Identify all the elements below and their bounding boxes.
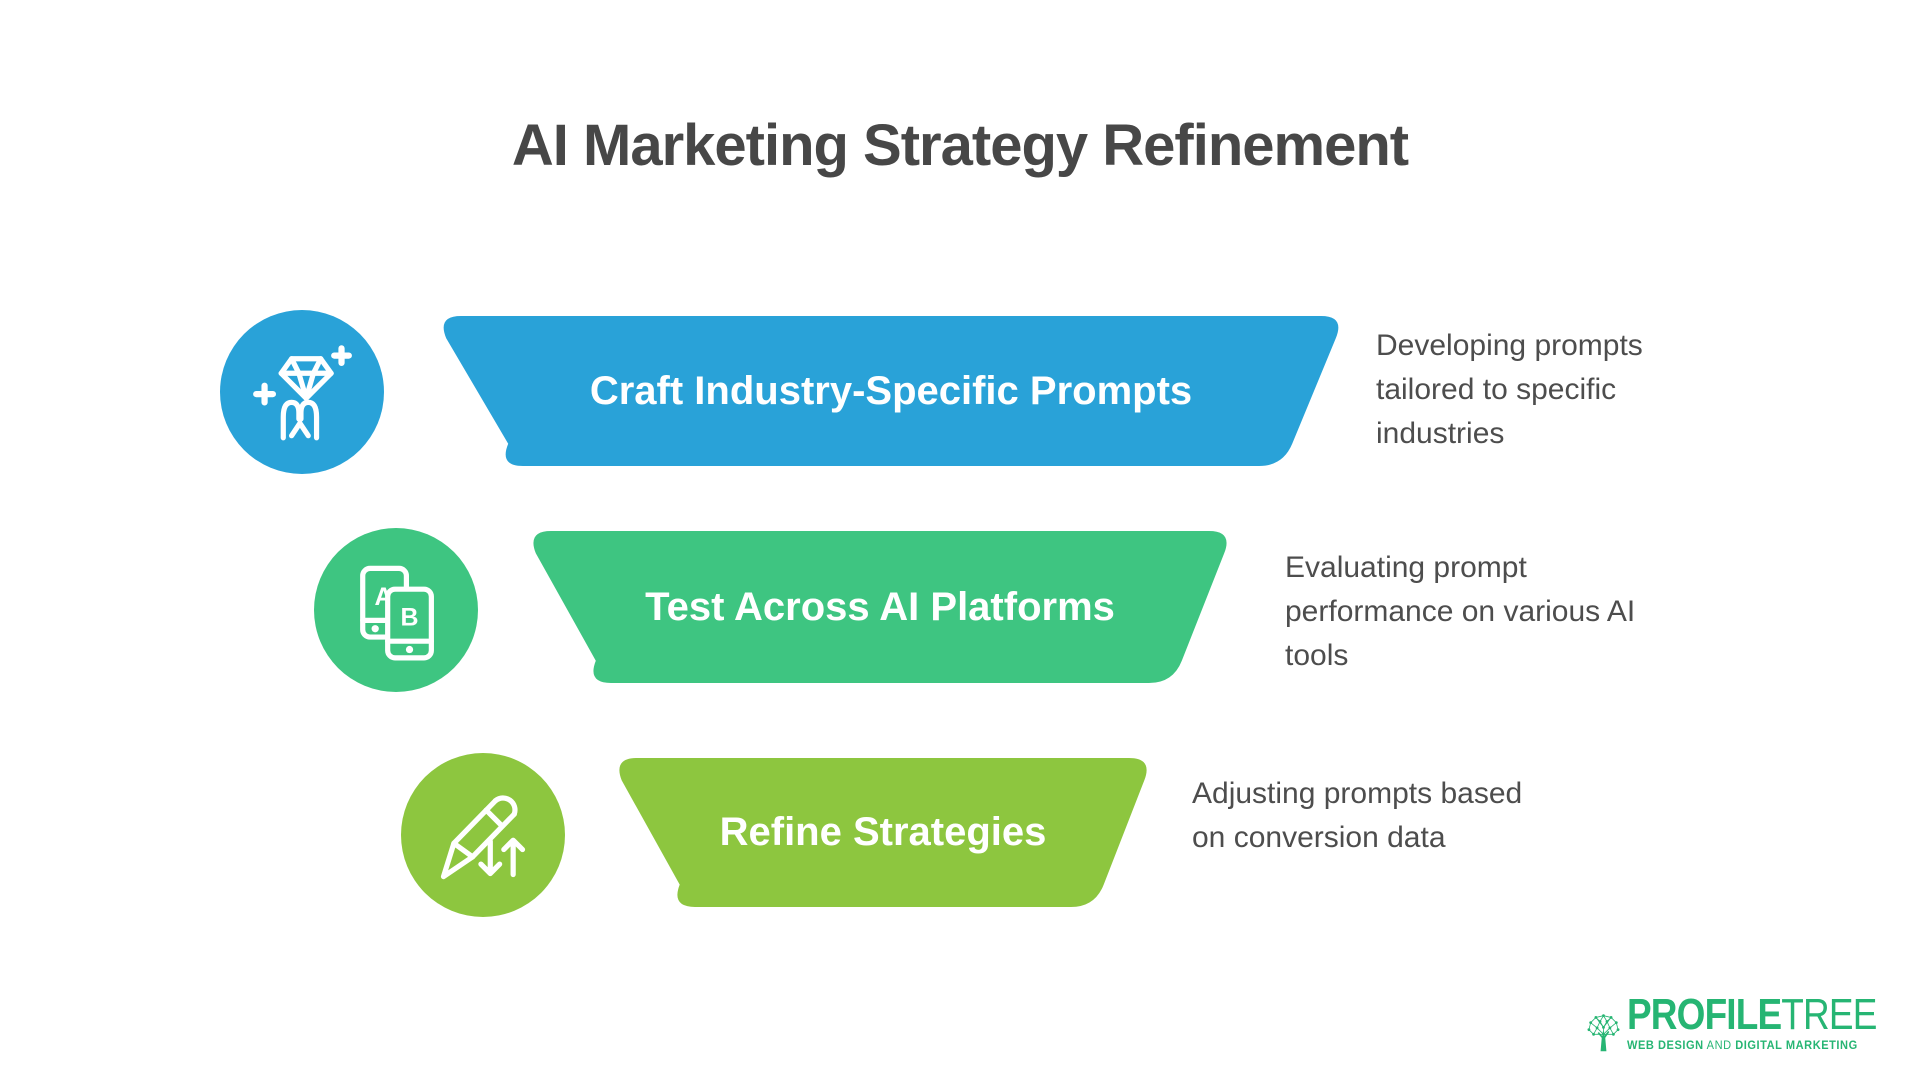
- ab-test-phones-icon: A B: [360, 565, 434, 661]
- gem-sparkle-tweezers-icon: [253, 345, 352, 441]
- step-description-2: Evaluating prompt performance on various…: [1285, 551, 1636, 672]
- brand-tagline: WEB DESIGN AND DIGITAL MARKETING: [1626, 1038, 1858, 1052]
- step-icon-circle-1: [220, 310, 384, 474]
- page-title: AI Marketing Strategy Refinement: [511, 113, 1409, 178]
- step-icon-circle-3: [401, 753, 565, 917]
- brand-name: PROFILETREE: [1626, 990, 1877, 1039]
- brand-logo: PROFILETREE WEB DESIGN AND DIGITAL MARKE…: [1586, 990, 1920, 1068]
- svg-text:B: B: [401, 604, 419, 632]
- step-icon-circle-2: A B: [314, 528, 478, 692]
- step-description-1: Developing prompts tailored to specific …: [1376, 329, 1643, 450]
- funnel-stage-shape-2: [533, 531, 1227, 683]
- funnel-stage-shape-1: [443, 316, 1339, 466]
- brand-text: PROFILETREE WEB DESIGN AND DIGITAL MARKE…: [1626, 990, 1920, 1054]
- step-label-1: Craft Industry-Specific Prompts: [589, 368, 1193, 413]
- pen-sort-arrows-icon: [440, 795, 526, 880]
- step-description-3: Adjusting prompts based on conversion da…: [1192, 777, 1523, 854]
- funnel-stage-shape-3: [619, 758, 1147, 907]
- step-label-3: Refine Strategies: [719, 810, 1047, 854]
- tree-network-icon: [1587, 1014, 1620, 1052]
- step-label-2: Test Across AI Platforms: [645, 584, 1115, 629]
